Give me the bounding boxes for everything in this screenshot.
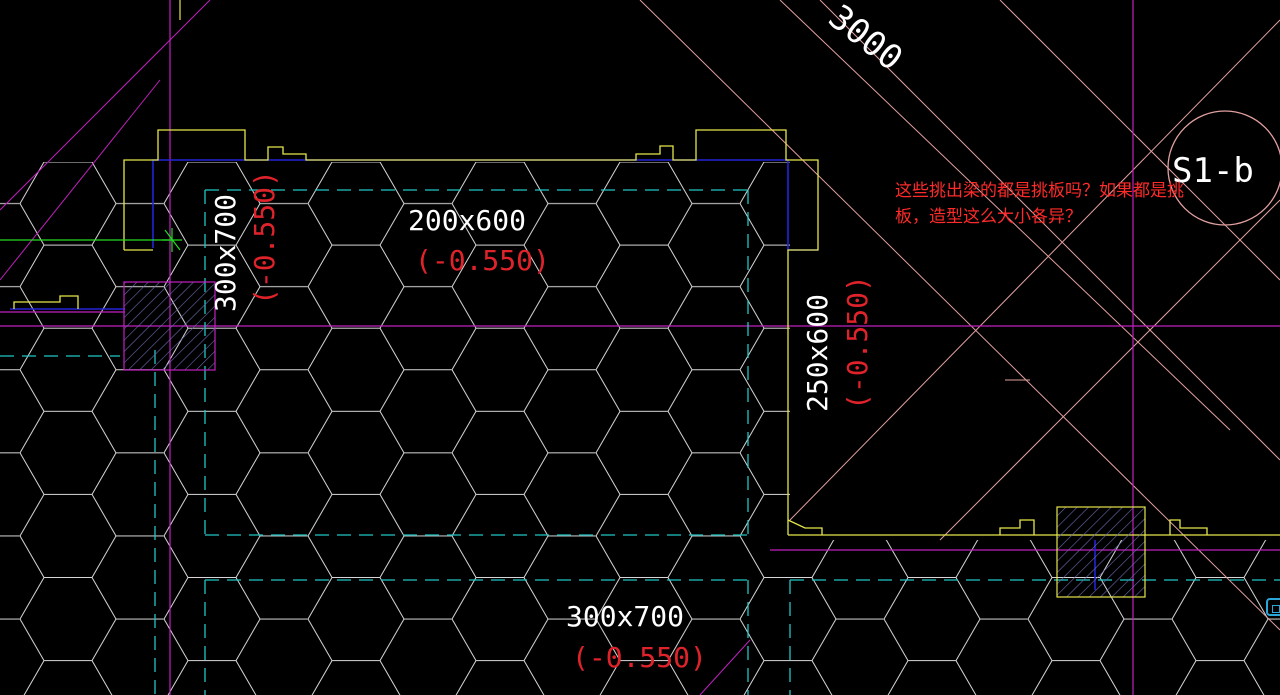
beam-size-label: 300x700 — [209, 194, 242, 312]
dimension-text: 3000 — [821, 0, 910, 79]
grid-bubble-label: S1-b — [1172, 151, 1254, 191]
slab-outline — [13, 129, 1280, 536]
beam-size-label: 250x600 — [801, 294, 834, 412]
column-left — [123, 281, 216, 371]
beam-size-label: 200x600 — [408, 204, 526, 237]
beam-elevation-label: (-0.550) — [572, 641, 707, 674]
dashed-beam-lines — [0, 189, 1280, 695]
question-annotation: 这些挑出梁的都是挑板吗？如果都是挑 板，造型这么大小各异？ — [895, 178, 1265, 230]
column-right — [1056, 506, 1146, 598]
annotation-line-1: 这些挑出梁的都是挑板吗？如果都是挑 — [895, 181, 1184, 201]
beam-label-bottom: 300x700 (-0.550) — [566, 600, 707, 674]
cursor-crosshair — [0, 228, 182, 252]
annotation-line-2: 板，造型这么大小各异？ — [895, 207, 1082, 227]
beam-label-top: 200x600 (-0.550) — [408, 204, 550, 277]
viewcube-icon[interactable] — [1266, 598, 1280, 616]
hex-hatch-area — [0, 162, 1280, 695]
beam-elevation-label: (-0.550) — [248, 170, 281, 305]
beam-size-label: 300x700 — [566, 600, 684, 633]
beam-elevation-label: (-0.550) — [415, 244, 550, 277]
grid-bubble: S1-b — [1167, 110, 1280, 226]
beam-label-right: 250x600 (-0.550) — [801, 275, 874, 412]
beam-label-left: 300x700 (-0.550) — [209, 170, 281, 312]
beam-elevation-label: (-0.550) — [841, 275, 874, 410]
